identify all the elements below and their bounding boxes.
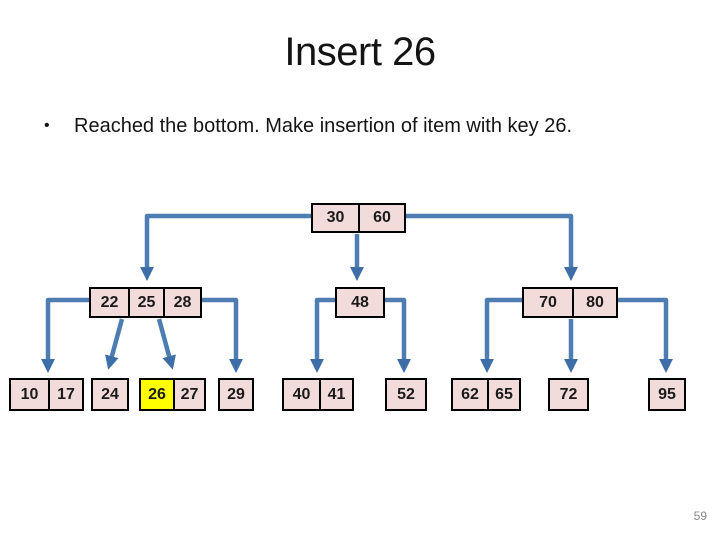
node-52: 52	[385, 378, 427, 411]
connector-48-to-52	[383, 297, 411, 373]
node-48: 48	[335, 287, 385, 318]
key-cell-highlighted: 26	[141, 380, 173, 409]
node-72: 72	[548, 378, 589, 411]
node-30-60: 30 60	[311, 203, 406, 233]
node-40-41: 40 41	[282, 378, 354, 411]
key-cell: 30	[326, 209, 345, 226]
node-24: 24	[91, 378, 129, 411]
key-cell: 27	[173, 380, 204, 409]
key-cell: 28	[163, 289, 200, 316]
key-cell: 80	[572, 289, 616, 316]
key-cell: 22	[100, 293, 119, 311]
page-number: 59	[693, 509, 707, 523]
node-29: 29	[218, 378, 254, 411]
bullet-text: Reached the bottom. Make insertion of it…	[74, 115, 573, 137]
bullet-marker: •	[44, 117, 50, 134]
node-10-17: 10 17	[9, 378, 84, 411]
key-cell: 24	[101, 385, 119, 403]
key-cell: 95	[658, 385, 676, 403]
key-cell: 10	[20, 385, 39, 403]
key-cell: 41	[319, 380, 352, 409]
key-cell: 65	[487, 380, 519, 409]
connector-48-to-40-41	[310, 297, 336, 373]
key-cell: 70	[539, 293, 557, 311]
connector-root-right	[405, 213, 578, 281]
key-cell: 52	[397, 385, 415, 403]
node-62-65: 62 65	[451, 378, 521, 411]
key-cell: 60	[358, 205, 404, 231]
bullet-line: • Reached the bottom. Make insertion of i…	[44, 115, 684, 138]
node-26-27: 26 27	[139, 378, 206, 411]
connector-80-to-95	[618, 297, 673, 373]
node-70-80: 70 80	[522, 287, 618, 318]
connector-25-to-26-27	[156, 318, 176, 370]
key-cell: 17	[48, 380, 82, 409]
connector-root-left	[140, 213, 312, 281]
key-cell: 29	[227, 385, 245, 403]
node-22-25-28: 22 25 28	[89, 287, 202, 318]
key-cell: 62	[461, 385, 479, 403]
key-cell: 40	[292, 385, 311, 403]
connector-70-to-62-65	[480, 297, 523, 373]
node-95: 95	[648, 378, 686, 411]
connector-22-to-24	[105, 318, 125, 370]
connector-22-to-10-17	[41, 297, 90, 373]
slide-title: Insert 26	[284, 30, 436, 74]
key-cell: 25	[128, 289, 163, 316]
key-cell: 72	[559, 385, 578, 403]
key-cell: 48	[351, 293, 369, 311]
connector-28-to-29	[200, 297, 243, 373]
